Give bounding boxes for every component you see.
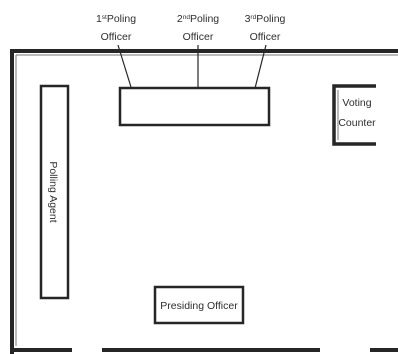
polling-agent-label: Polling Agent: [47, 161, 59, 222]
voting-counter-enclosure: [332, 84, 376, 146]
room-walls: [10, 49, 398, 354]
svg-text:2ndPoling: 2ndPoling: [177, 13, 219, 25]
polling-officer-table: [118, 86, 271, 127]
voting-counter-label-line2: Counter: [338, 117, 376, 129]
presiding-officer-box: [153, 285, 245, 325]
polling-agent-table: Polling Agent: [39, 84, 70, 300]
svg-text:Officer: Officer: [101, 31, 132, 43]
svg-text:Officer: Officer: [183, 31, 214, 43]
officer-label-1: 1stPoling Officer: [96, 13, 136, 43]
svg-text:Officer: Officer: [250, 31, 281, 43]
presiding-officer-table: Presiding Officer: [153, 285, 245, 325]
polling-agent-box: [39, 84, 70, 300]
voting-counter-label-line1: Voting: [342, 97, 371, 109]
voting-counter: Voting Counter: [332, 84, 376, 146]
officer-label-3: 3rdPoling Officer: [245, 13, 286, 43]
svg-text:1stPoling: 1stPoling: [96, 13, 136, 25]
officer-label-2: 2ndPoling Officer: [177, 13, 219, 43]
svg-text:3rdPoling: 3rdPoling: [245, 13, 286, 25]
presiding-officer-label: Presiding Officer: [160, 300, 238, 312]
